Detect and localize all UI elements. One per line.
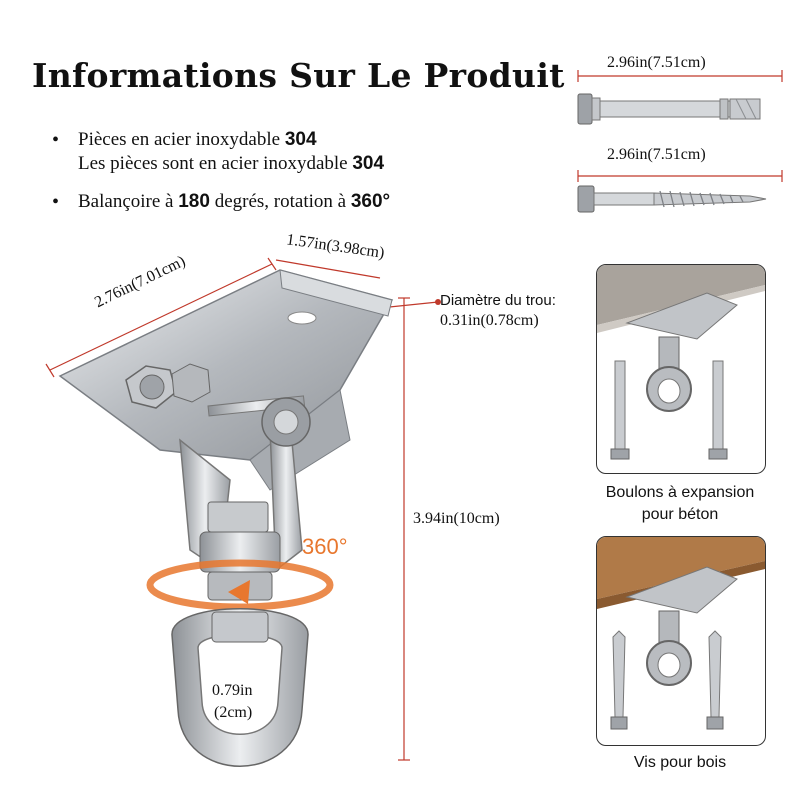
feature-number: 360° bbox=[350, 191, 391, 212]
feature-number: 180 bbox=[178, 191, 210, 212]
wood-screw-icon bbox=[577, 185, 767, 213]
concrete-caption-line: pour béton bbox=[641, 506, 719, 523]
bolt-length-label: 2.96in(7.51cm) bbox=[607, 54, 706, 71]
concrete-caption: Boulons à expansion pour béton bbox=[572, 482, 788, 526]
wood-install-illustration bbox=[597, 537, 765, 730]
concrete-install-panel bbox=[596, 264, 766, 474]
feature-text: Pièces en acier inoxydable bbox=[78, 129, 285, 150]
expansion-bolt-icon bbox=[577, 93, 761, 125]
feature-number: 304 bbox=[284, 129, 317, 150]
hole-diameter-value: 0.31in(0.78cm) bbox=[440, 312, 539, 329]
feature-text: Balançoire à bbox=[78, 191, 179, 212]
swing-hanger-illustration bbox=[45, 257, 441, 767]
concrete-caption-line: Boulons à expansion bbox=[605, 484, 755, 501]
concrete-install-illustration bbox=[597, 265, 765, 460]
feature-text: Les pièces sont en acier inoxydable bbox=[78, 153, 353, 174]
wood-install-panel bbox=[596, 536, 766, 746]
ring-diameter-cm: (2cm) bbox=[214, 704, 253, 721]
fasteners-illustration bbox=[577, 70, 783, 213]
feature-list: Pièces en acier inoxydable 304 Les pièce… bbox=[52, 128, 390, 228]
hole-diameter-title: Diamètre du trou: bbox=[440, 292, 556, 309]
swivel-body-icon bbox=[179, 397, 311, 601]
ring-diameter-in: 0.79in bbox=[212, 682, 253, 699]
rotation-arrow-icon bbox=[146, 559, 334, 611]
bolt-nut-icon bbox=[125, 363, 306, 417]
eye-ring-icon bbox=[171, 608, 309, 767]
height-label: 3.94in(10cm) bbox=[413, 510, 500, 527]
feature-item-material: Pièces en acier inoxydable 304 Les pièce… bbox=[52, 128, 390, 176]
screw-length-label: 2.96in(7.51cm) bbox=[607, 146, 706, 163]
wood-caption: Vis pour bois bbox=[633, 754, 727, 771]
page-title: Informations Sur Le Produit bbox=[32, 56, 565, 95]
rotation-label: 360° bbox=[302, 534, 348, 559]
feature-text: degrés, rotation à bbox=[209, 191, 351, 212]
feature-item-rotation: Balançoire à 180 degrés, rotation à 360° bbox=[52, 190, 390, 214]
feature-number: 304 bbox=[352, 153, 385, 174]
